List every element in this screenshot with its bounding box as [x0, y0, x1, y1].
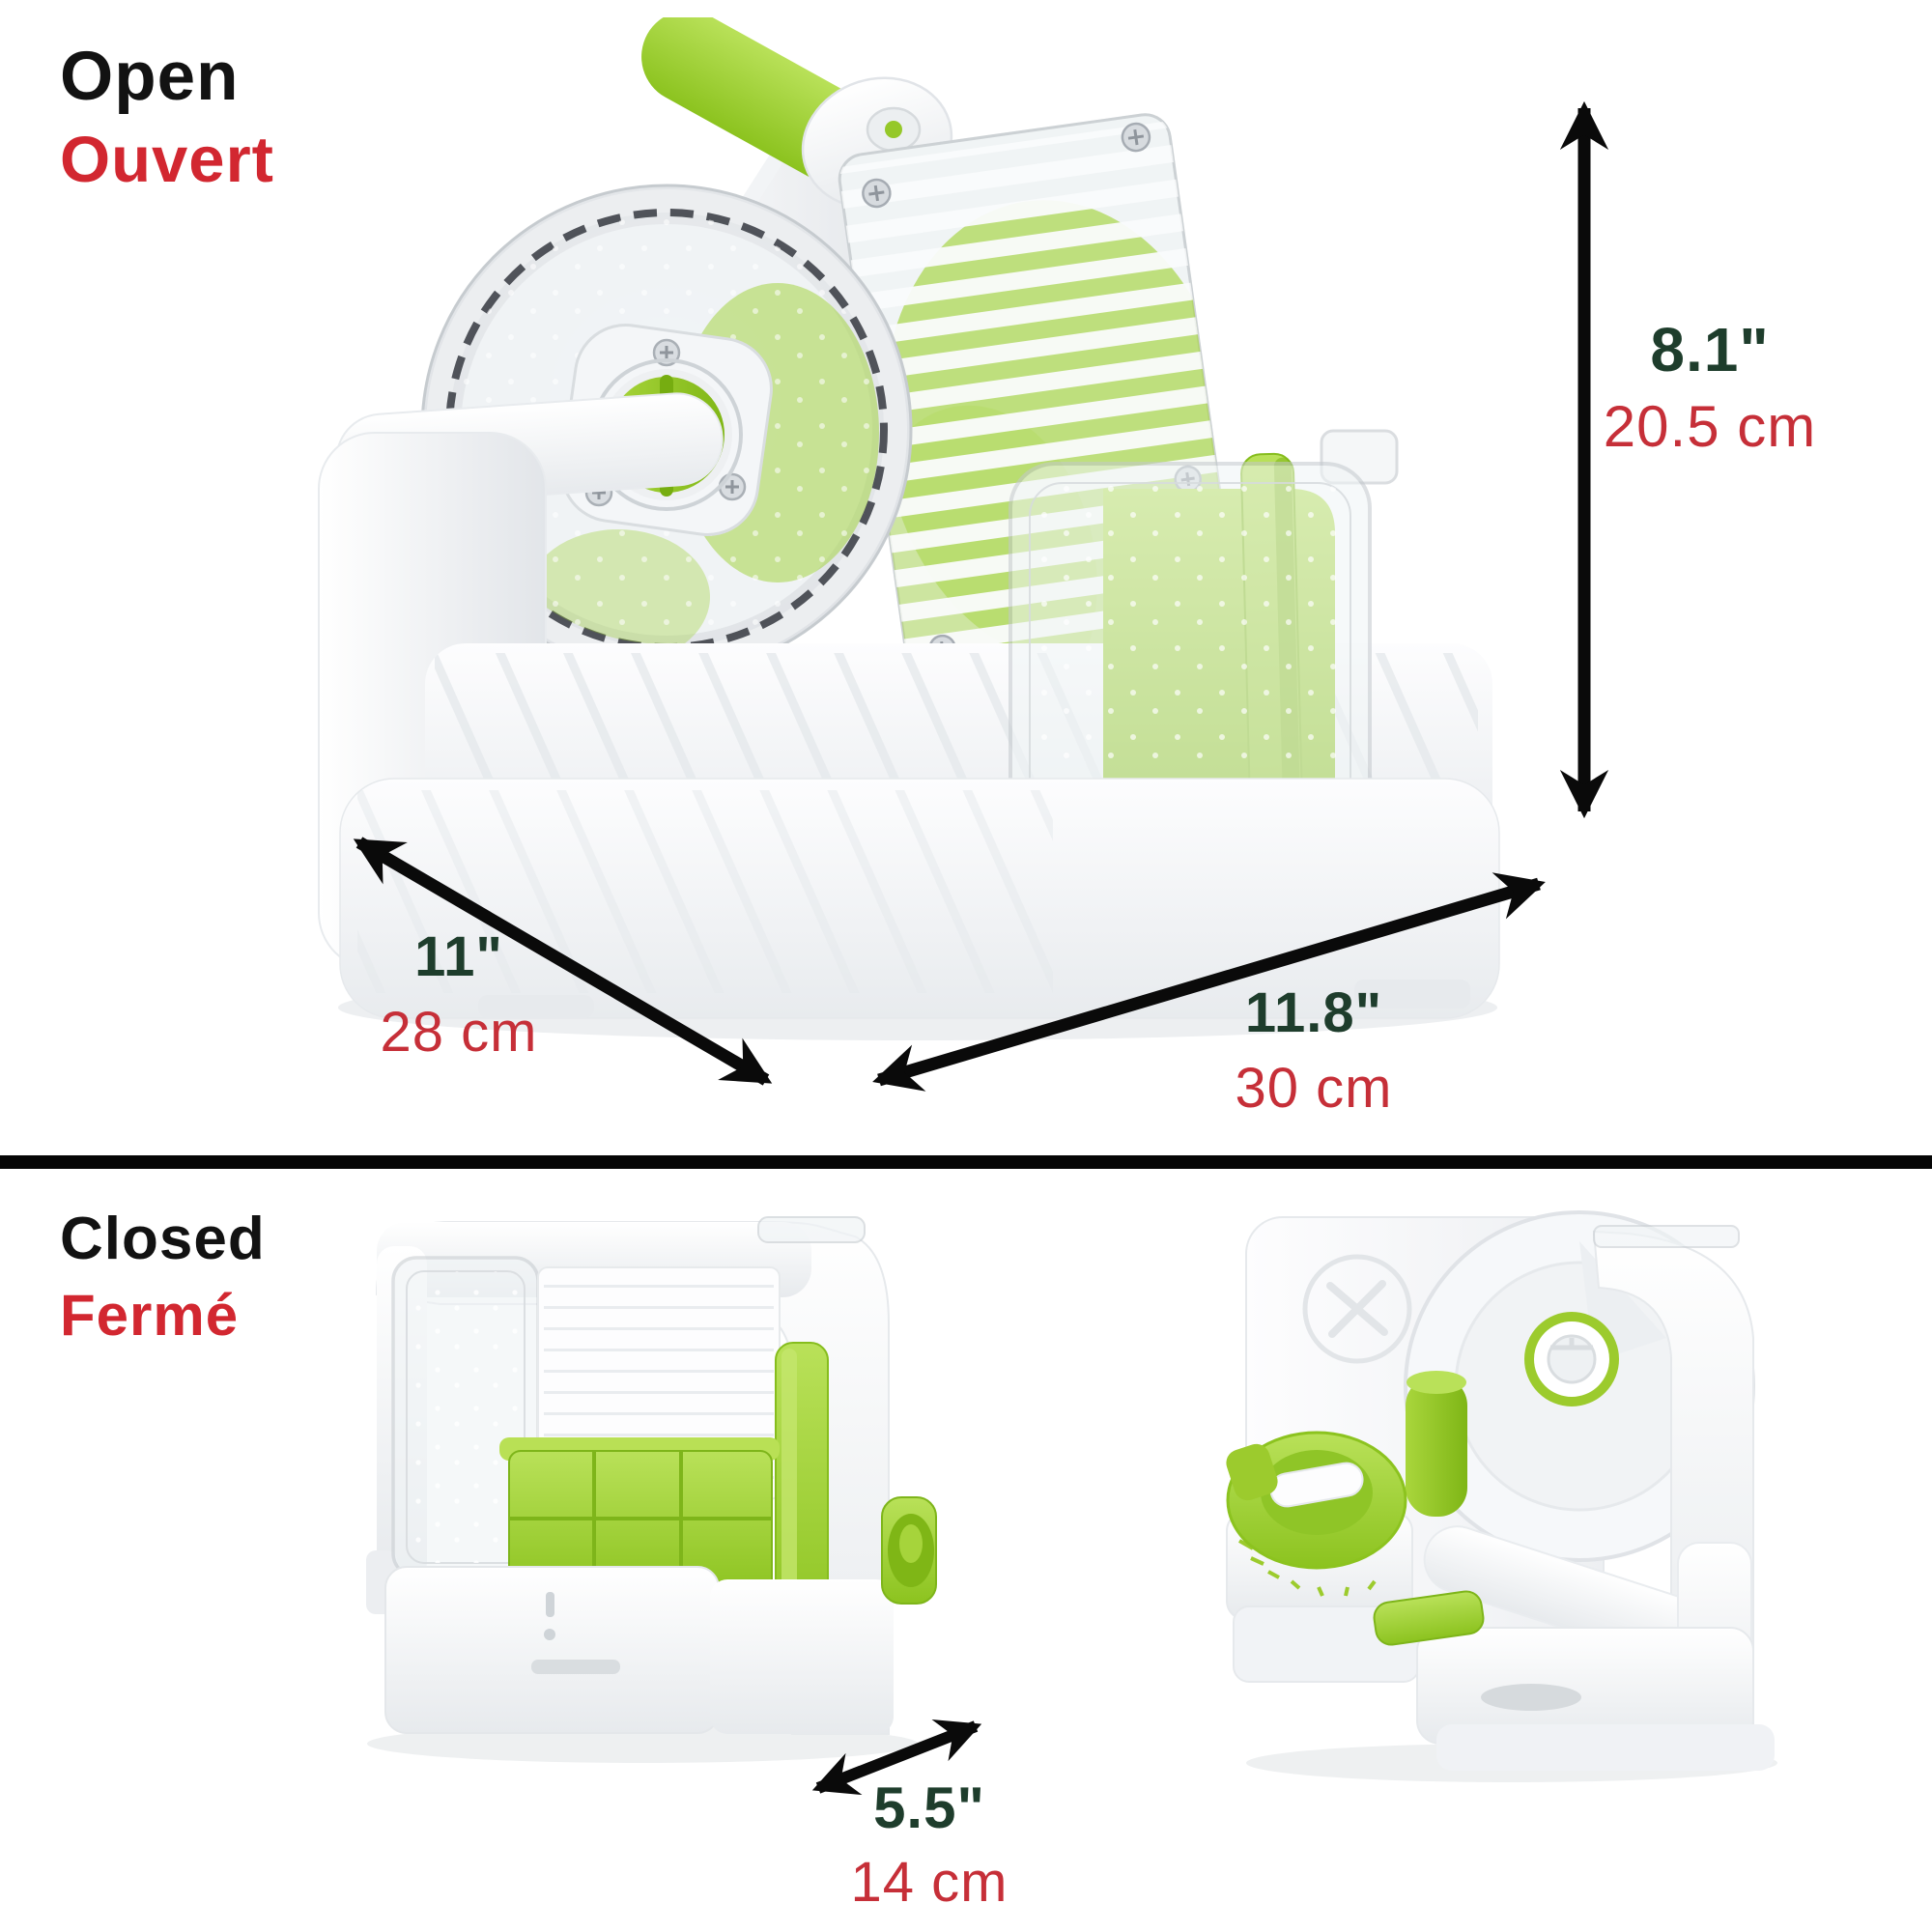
closed-section-subtitle: Fermé	[60, 1283, 240, 1348]
back-base	[1373, 1590, 1775, 1771]
dial-tick-marks	[1238, 1539, 1377, 1597]
dial-cup-edge	[881, 1496, 937, 1605]
embossed-logo	[1302, 1254, 1412, 1364]
back-clear-edge	[1593, 1225, 1740, 1248]
open-slicer-illustration	[318, 17, 1500, 1040]
depth-inches-label-closed: 5.5"	[873, 1776, 985, 1840]
drawer-slot	[531, 1660, 620, 1674]
base-right-block	[710, 1579, 894, 1734]
height-cm-label: 20.5 cm	[1603, 394, 1817, 459]
open-section-title: Open	[60, 39, 240, 115]
width-cm-label-open: 30 cm	[1235, 1057, 1393, 1120]
crank-pivot-pin	[885, 121, 902, 138]
green-latch	[1373, 1590, 1485, 1646]
open-section-subtitle: Ouvert	[60, 124, 274, 196]
back-hub	[1524, 1312, 1619, 1406]
height-inches-label: 8.1"	[1650, 315, 1770, 384]
depth-cm-label-open: 28 cm	[380, 1001, 538, 1064]
depth-cm-label-closed: 14 cm	[850, 1851, 1009, 1914]
case-clear-cap	[757, 1216, 866, 1243]
dial-tab	[1226, 1443, 1278, 1501]
depth-inches-label-open: 11"	[414, 925, 503, 988]
green-post	[1406, 1371, 1467, 1517]
blade-edge-sliver	[1481, 1684, 1581, 1711]
width-inches-label-open: 11.8"	[1244, 981, 1383, 1044]
thickness-dial	[1226, 1431, 1420, 1683]
closed-section-title: Closed	[60, 1206, 266, 1272]
closed-slicer-front-illustration	[366, 1216, 937, 1763]
clear-window	[391, 1256, 540, 1578]
drawer-base	[384, 1566, 894, 1734]
section-divider	[0, 1155, 1932, 1169]
food-carriage	[1009, 429, 1399, 850]
closed-slicer-back-illustration	[1226, 1210, 1777, 1782]
